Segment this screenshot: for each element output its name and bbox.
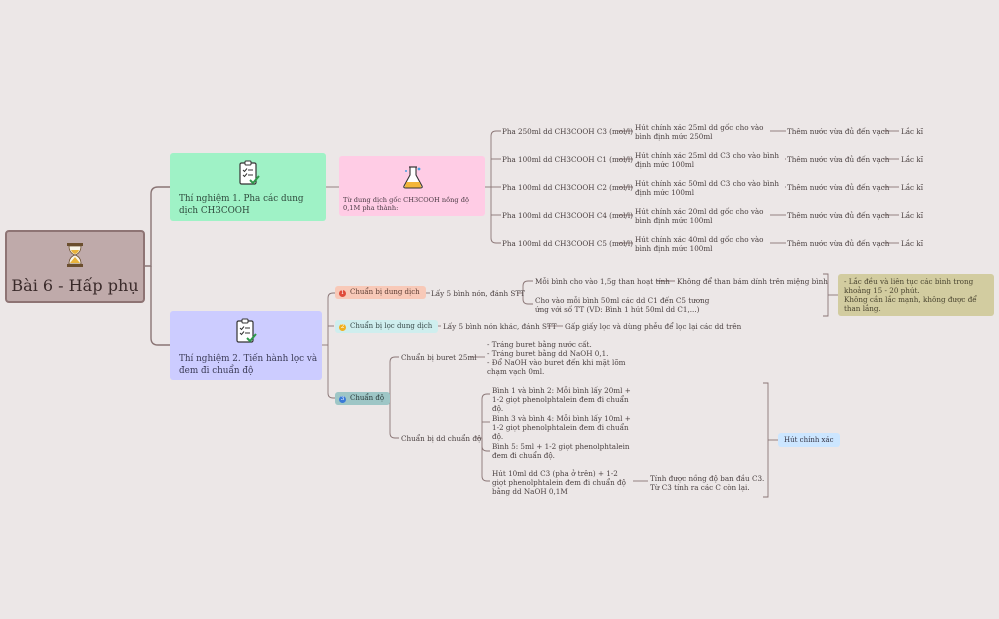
step-3-number: 3 xyxy=(339,395,346,403)
step-1-number: 1 xyxy=(339,289,346,297)
draw-c3-label: Hút chính xác 25ml dd gốc cho vào bình đ… xyxy=(635,123,764,141)
step-1-pill[interactable]: 1 Chuẩn bị dung dịch xyxy=(335,286,426,299)
step-2-pill[interactable]: 2 Chuẩn bị lọc dung dịch xyxy=(335,320,439,333)
step-3-pill[interactable]: 3 Chuẩn độ xyxy=(335,392,391,405)
experiment-1-node[interactable]: Thí nghiệm 1. Pha các dung dịch CH3COOH xyxy=(170,153,326,221)
step-3-label: Chuẩn độ xyxy=(350,394,385,402)
buret-notes: - Tráng buret bằng nước cất. - Tráng bur… xyxy=(487,340,626,376)
step-2-sub: Lấy 5 bình nón khác, đánh STT xyxy=(443,322,557,331)
draw-c2-label: Hút chính xác 50ml dd C3 cho vào bình đị… xyxy=(635,179,779,197)
draw-c1-label: Hút chính xác 25ml dd C3 cho vào bình đị… xyxy=(635,151,779,169)
prep-c1-label: Pha 100ml dd CH3COOH C1 (mol/l) xyxy=(502,155,633,164)
titration-item-2: Bình 3 và bình 4: Mỗi bình lấy 10ml + 1-… xyxy=(492,414,631,441)
step-2-number: 2 xyxy=(339,323,346,331)
source-solution-node[interactable]: Từ dung dịch gốc CH3COOH nồng độ 0,1M ph… xyxy=(339,156,485,216)
fill-to-mark-label: Thêm nước vừa đủ đến vạch xyxy=(787,211,890,220)
root-node[interactable]: Bài 6 - Hấp phụ xyxy=(5,230,145,303)
fill-to-mark-label: Thêm nước vừa đủ đến vạch xyxy=(787,155,890,164)
titration-item-3: Bình 5: 5ml + 1-2 giọt phenolphtalein đe… xyxy=(492,442,630,460)
shake-note: - Lắc đều và liên tục các bình trong kho… xyxy=(838,274,994,316)
hourglass-icon xyxy=(67,243,83,267)
prep-c3-label: Pha 250ml dd CH3COOH C3 (mol/l) xyxy=(502,127,633,136)
c3-calc-note: Tính được nồng độ ban đầu C3. Từ C3 tính… xyxy=(650,474,765,492)
prep-c4-label: Pha 100ml dd CH3COOH C4 (mol/l) xyxy=(502,211,633,220)
experiment-2-node[interactable]: Thí nghiệm 2. Tiến hành lọc và đem đi ch… xyxy=(170,311,322,380)
root-title: Bài 6 - Hấp phụ xyxy=(11,276,139,295)
experiment-2-title: Thí nghiệm 2. Tiến hành lọc và đem đi ch… xyxy=(179,354,318,376)
shake-label: Lắc kĩ xyxy=(901,183,924,192)
fill-to-mark-label: Thêm nước vừa đủ đến vạch xyxy=(787,183,890,192)
experiment-1-title: Thí nghiệm 1. Pha các dung dịch CH3COOH xyxy=(179,194,304,216)
source-solution-label: Từ dung dịch gốc CH3COOH nồng độ 0,1M ph… xyxy=(343,196,469,212)
draw-c5-label: Hút chính xác 40ml dd gốc cho vào bình đ… xyxy=(635,235,764,253)
step-1-carbon: Mỗi bình cho vào 1,5g than hoạt tính xyxy=(535,277,670,286)
precise-draw-badge: Hút chính xác xyxy=(778,433,840,447)
draw-c4-label: Hút chính xác 20ml dd gốc cho vào bình đ… xyxy=(635,207,764,225)
fill-to-mark-label: Thêm nước vừa đủ đến vạch xyxy=(787,127,890,136)
titration-item-1: Bình 1 và bình 2: Mỗi bình lấy 20ml + 1-… xyxy=(492,386,631,413)
prep-c2-label: Pha 100ml dd CH3COOH C2 (mol/l) xyxy=(502,183,633,192)
shake-label: Lắc kĩ xyxy=(901,239,924,248)
step-1-label: Chuẩn bị dung dịch xyxy=(350,288,420,296)
checklist-icon xyxy=(236,318,257,343)
fill-to-mark-label: Thêm nước vừa đủ đến vạch xyxy=(787,239,890,248)
step-1-sub: Lấy 5 bình nón, đánh STT xyxy=(431,289,526,298)
shake-note-text: - Lắc đều và liên tục các bình trong kho… xyxy=(844,277,977,313)
flask-icon xyxy=(403,166,423,189)
buret-label: Chuẩn bị buret 25ml xyxy=(401,353,477,362)
step-1-solution: Cho vào mỗi bình 50ml các dd C1 đến C5 t… xyxy=(535,296,710,314)
titration-prep-label: Chuẩn bị dd chuẩn độ xyxy=(401,434,482,443)
shake-label: Lắc kĩ xyxy=(901,127,924,136)
prep-c5-label: Pha 100ml dd CH3COOH C5 (mol/l) xyxy=(502,239,633,248)
shake-label: Lắc kĩ xyxy=(901,155,924,164)
checklist-icon xyxy=(239,160,260,185)
step-2-label: Chuẩn bị lọc dung dịch xyxy=(350,322,433,330)
step-2-filter: Gấp giấy lọc và dùng phễu để lọc lại các… xyxy=(565,322,742,331)
step-1-carbon-note: Không để than bám dính trên miệng bình xyxy=(677,277,828,286)
shake-label: Lắc kĩ xyxy=(901,211,924,220)
titration-item-4: Hút 10ml dd C3 (pha ở trên) + 1-2 giọt p… xyxy=(492,469,626,496)
